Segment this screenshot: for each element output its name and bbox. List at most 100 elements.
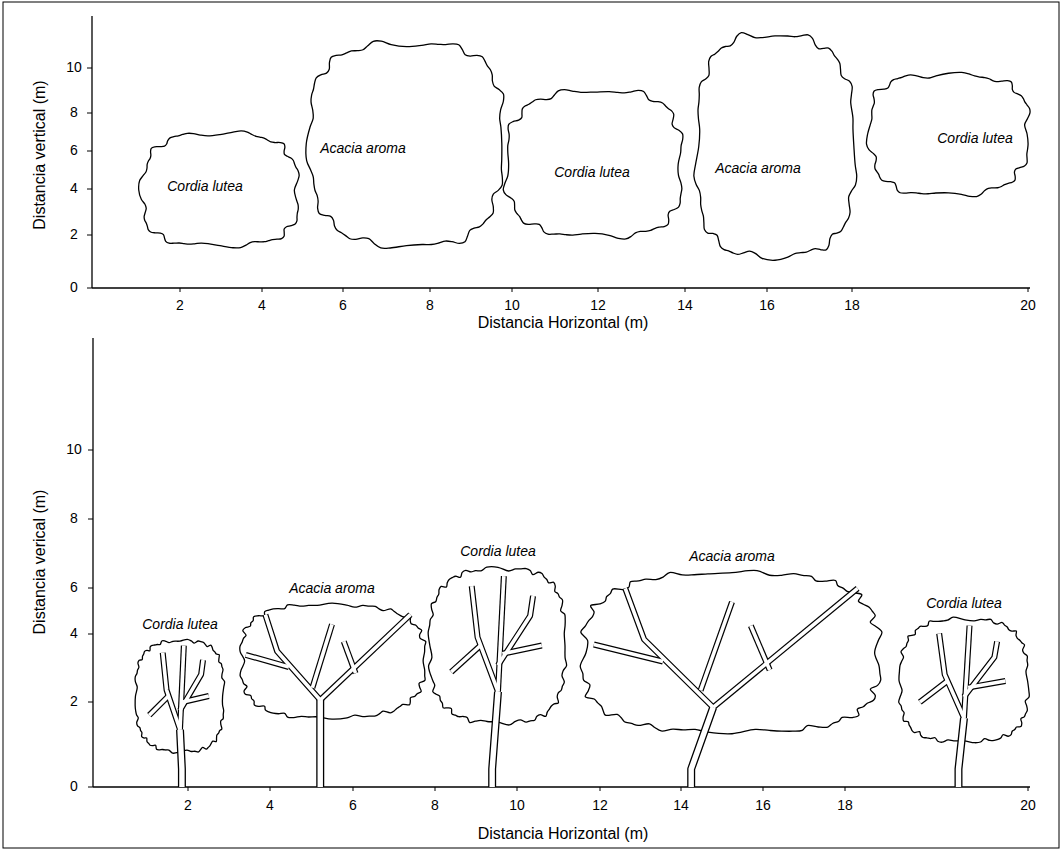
tick-label: 2 <box>70 694 78 709</box>
crown-edge <box>694 33 857 261</box>
crown-outline <box>690 28 860 265</box>
branch-fill <box>492 692 498 787</box>
branch-fill <box>498 576 504 692</box>
tick-label: 18 <box>844 298 860 313</box>
species-name: Cordia lutea <box>140 616 220 632</box>
tick-label: 0 <box>70 779 78 794</box>
crown-plan: Acacia aroma <box>303 35 510 252</box>
branch-fill <box>183 696 209 702</box>
branch-fill <box>594 645 663 662</box>
tree-drawing <box>128 616 232 787</box>
branch <box>964 626 970 718</box>
branch-fill <box>163 653 180 730</box>
tick-label: 8 <box>426 298 434 313</box>
tick-label: 8 <box>431 798 439 813</box>
branch <box>312 624 332 687</box>
tick-label: 2 <box>176 298 184 313</box>
branch-fill <box>180 646 184 730</box>
branch-fill <box>920 681 948 702</box>
branch <box>751 626 770 670</box>
crown-edge <box>306 41 504 249</box>
branch-fill <box>751 626 770 670</box>
branch <box>180 646 184 730</box>
branch <box>958 718 964 787</box>
crown-edge <box>139 131 300 248</box>
crown-edge <box>503 90 683 239</box>
axis-title: Distancia Horizontal (m) <box>478 314 649 332</box>
branch-fill <box>472 586 498 692</box>
tree-profile: Cordia lutea <box>893 595 1035 787</box>
tree-profile: Acacia aroma <box>232 580 432 787</box>
tick-label: 4 <box>70 181 78 196</box>
species-name: Cordia lutea <box>935 130 1015 146</box>
branch-fill <box>939 633 964 717</box>
crown-plan: Cordia lutea <box>135 128 305 252</box>
tree-profile: Acacia aroma <box>573 548 891 787</box>
tree-drawing <box>232 580 432 787</box>
tick-label: 10 <box>504 298 520 313</box>
branch-fill <box>149 696 168 715</box>
tick-label: 2 <box>184 798 192 813</box>
branch <box>344 641 356 673</box>
branch <box>713 588 857 707</box>
tick-label: 14 <box>673 798 689 813</box>
tick-label: 10 <box>66 442 82 457</box>
crown-plan: Cordia lutea <box>500 85 690 243</box>
branch <box>149 696 168 715</box>
crown-plan: Cordia lutea <box>862 68 1035 200</box>
species-name: Cordia lutea <box>165 178 245 194</box>
branch <box>451 646 480 672</box>
branch <box>691 707 713 787</box>
tick-label: 12 <box>592 798 608 813</box>
branch-fill <box>958 718 964 787</box>
branch <box>316 700 324 787</box>
branch <box>492 692 498 787</box>
axis-title: Distancia verical (m) <box>31 490 49 635</box>
tick-label: 16 <box>755 798 771 813</box>
branch-fill <box>344 641 356 673</box>
tick-label: 10 <box>66 60 82 75</box>
branch <box>701 602 732 690</box>
tree-drawing <box>893 595 1035 787</box>
crown-plan: Acacia aroma <box>690 28 860 265</box>
species-name: Acacia aroma <box>713 160 803 176</box>
tick-label: 6 <box>349 798 357 813</box>
species-name: Cordia lutea <box>552 164 632 180</box>
tick-label: 4 <box>266 798 274 813</box>
tick-label: 4 <box>70 626 78 641</box>
branch <box>498 576 504 692</box>
branch-fill <box>701 602 732 690</box>
crown-edge <box>240 603 426 719</box>
tick-label: 20 <box>1020 798 1036 813</box>
branch-fill <box>968 681 1005 688</box>
tick-label: 6 <box>70 580 78 595</box>
branch <box>180 730 182 787</box>
tree-drawing <box>573 548 891 787</box>
species-name: Acacia aroma <box>287 580 377 596</box>
figure-border <box>3 2 1059 848</box>
species-name: Cordia lutea <box>924 595 1004 611</box>
axis-title: Distancia vertical (m) <box>31 80 49 229</box>
tick-label: 4 <box>258 298 266 313</box>
branch-fill <box>713 588 857 707</box>
branch-fill <box>318 700 323 787</box>
tick-label: 8 <box>70 511 78 526</box>
branch-fill <box>320 615 410 700</box>
tick-label: 6 <box>339 298 347 313</box>
branch-fill <box>502 646 541 654</box>
tick-label: 20 <box>1020 298 1036 313</box>
branch <box>472 586 498 692</box>
tick-label: 14 <box>677 298 693 313</box>
tree-drawing <box>423 543 573 787</box>
tick-label: 16 <box>759 298 775 313</box>
bottom-axes <box>93 338 1030 787</box>
species-name: Acacia aroma <box>318 140 408 156</box>
axis-title: Distancia Horizontal (m) <box>478 825 649 843</box>
tree-profile: Cordia lutea <box>423 543 573 787</box>
branch-fill <box>691 707 713 787</box>
branch-fill <box>246 655 289 667</box>
species-name: Acacia aroma <box>687 548 777 564</box>
branch <box>939 633 964 717</box>
branch <box>163 653 180 730</box>
